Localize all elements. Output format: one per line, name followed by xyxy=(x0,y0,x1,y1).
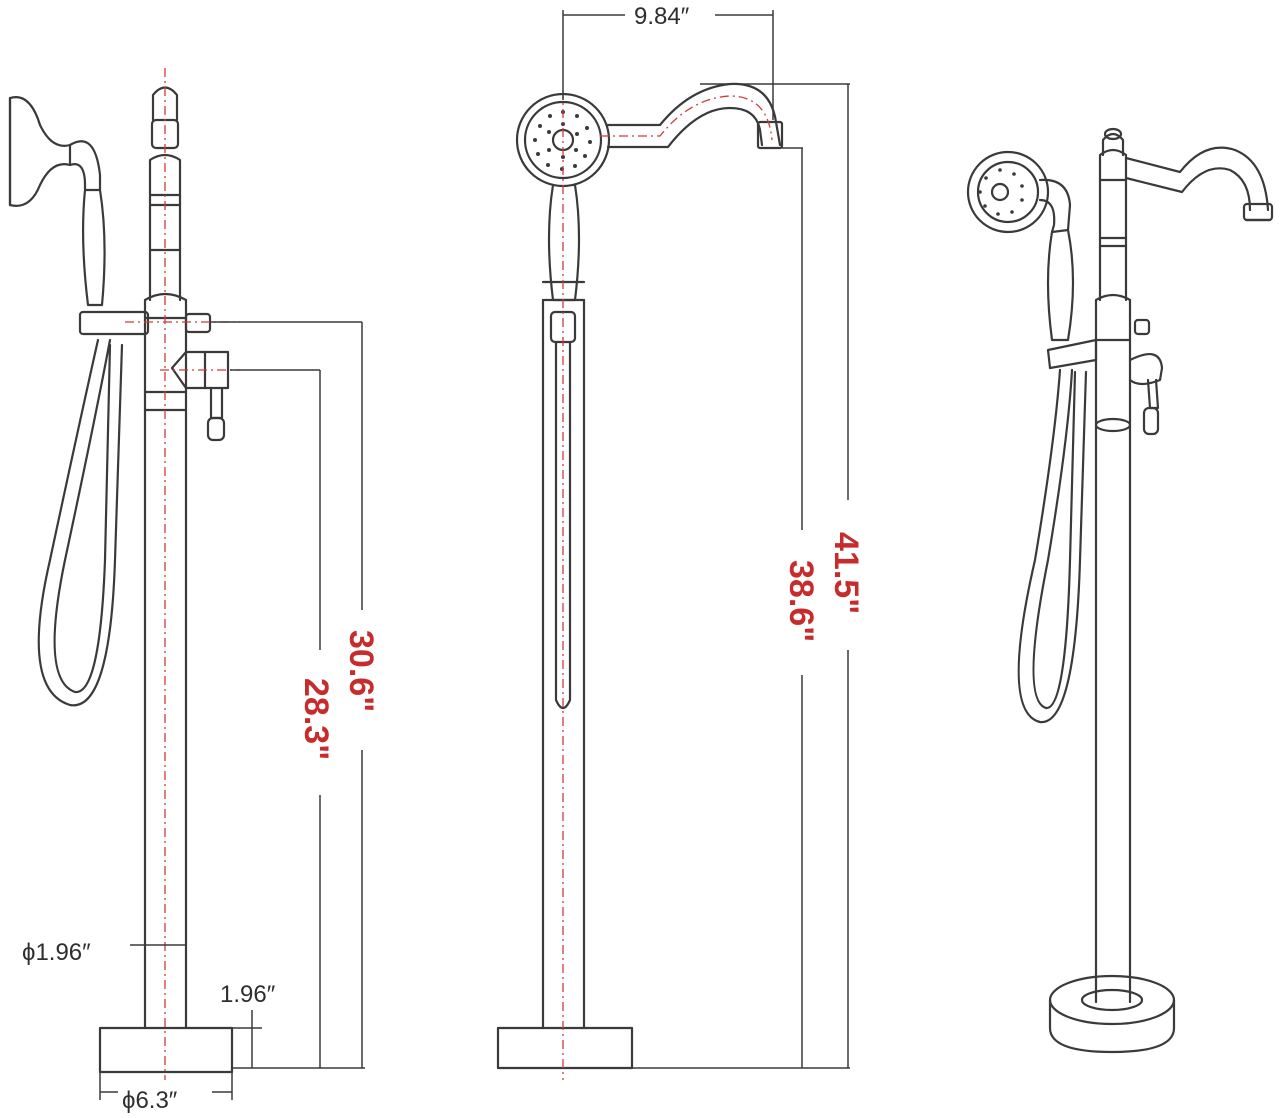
side-hose xyxy=(37,338,124,707)
perspective-valve xyxy=(1128,352,1164,386)
perspective-hose xyxy=(1017,368,1088,724)
perspective-grip xyxy=(1046,228,1075,342)
side-view xyxy=(8,68,365,1100)
side-handshower-grip xyxy=(81,188,106,307)
spray-nozzles xyxy=(533,110,592,171)
diverter-height-label: 30.6" xyxy=(342,630,380,712)
front-base xyxy=(496,1026,634,1070)
front-hose xyxy=(554,340,572,710)
side-upper-column xyxy=(148,153,182,302)
side-mixer-body xyxy=(143,292,188,412)
front-spout xyxy=(606,82,782,149)
side-base xyxy=(98,1026,234,1074)
side-valve xyxy=(170,350,230,390)
side-holder xyxy=(78,310,150,336)
perspective-lever xyxy=(1142,406,1160,436)
valve-height-label: 28.3" xyxy=(297,678,335,760)
perspective-view xyxy=(966,127,1274,1054)
base-diameter-label: ϕ6.3″ xyxy=(122,1087,178,1114)
spout-reach-label: 9.84″ xyxy=(634,3,690,30)
perspective-diverter xyxy=(1133,318,1151,336)
side-handshower-head xyxy=(8,96,72,207)
perspective-spray-nozzles xyxy=(978,168,1024,216)
pipe-diameter-label: ϕ1.96″ xyxy=(22,939,91,966)
base-height-label: 1.96″ xyxy=(220,981,276,1008)
side-diverter-knob xyxy=(184,312,212,334)
perspective-spout xyxy=(1124,146,1270,212)
perspective-finial xyxy=(1101,132,1125,157)
perspective-base-top xyxy=(1048,974,1176,1026)
front-grip xyxy=(547,183,581,302)
perspective-holder xyxy=(1046,338,1098,370)
perspective-column xyxy=(1098,148,1128,302)
perspective-mixer xyxy=(1094,293,1132,427)
front-view xyxy=(496,10,850,1080)
total-height-label: 41.5" xyxy=(827,532,865,614)
side-handle xyxy=(209,386,224,420)
spout-height-label: 38.6" xyxy=(782,560,820,642)
